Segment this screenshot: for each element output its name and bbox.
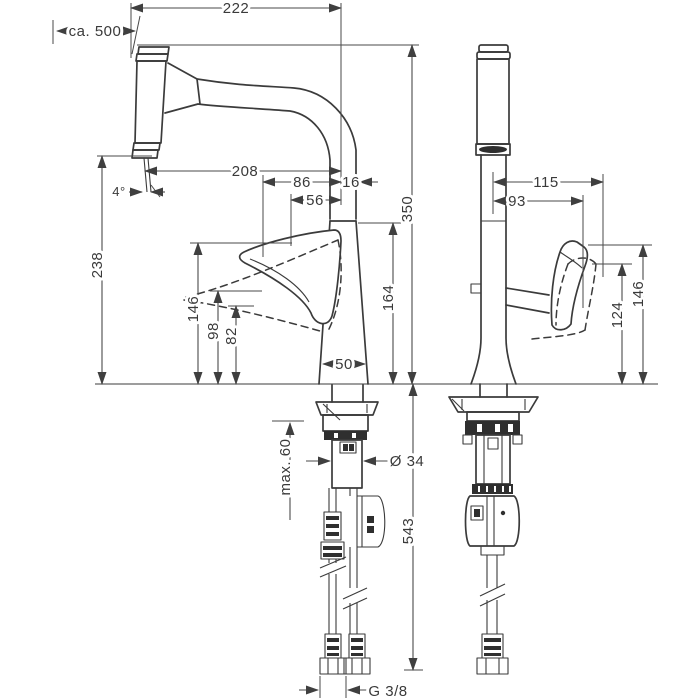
handle-front-view xyxy=(505,240,597,340)
hose-front-view xyxy=(476,555,509,675)
spout-arm xyxy=(164,62,357,222)
mounting-front-view xyxy=(448,383,539,556)
dim-16: 16 xyxy=(342,174,360,191)
hose-break-mark xyxy=(479,583,506,597)
side-view xyxy=(131,46,386,675)
inline-fitting xyxy=(323,511,342,541)
water-stream-line xyxy=(143,157,148,193)
dim-50: 50 xyxy=(335,356,353,373)
handle-alt-position-dashed xyxy=(326,239,342,334)
dim-164: 164 xyxy=(380,285,397,312)
dimension-labels: 222 ca. 500 208 86 16 56 4° 50 115 93 Ø … xyxy=(66,0,650,700)
dim-86: 86 xyxy=(293,174,311,191)
front-body xyxy=(470,44,517,385)
dim-98: 98 xyxy=(205,322,222,340)
dim-124: 124 xyxy=(609,302,626,329)
dim-82: 82 xyxy=(223,327,240,345)
dim-ca-500: ca. 500 xyxy=(69,23,122,40)
ribbed-ring xyxy=(472,484,513,494)
hose-connector-block xyxy=(464,495,521,547)
retainer-hook xyxy=(451,398,465,412)
dimension-lines xyxy=(56,3,648,695)
hose-connector-g38 xyxy=(476,657,509,675)
mounting-side-view xyxy=(315,384,379,489)
dim-dia-34: Ø 34 xyxy=(390,453,425,470)
dim-238: 238 xyxy=(89,252,106,279)
dim-4deg: 4° xyxy=(112,184,125,199)
hose-break-mark xyxy=(319,556,347,569)
extension-lines xyxy=(52,3,652,698)
dim-208: 208 xyxy=(232,163,259,180)
hose-connector-g38 xyxy=(343,633,371,675)
dim-93: 93 xyxy=(508,193,526,210)
dim-146-left: 146 xyxy=(185,296,202,323)
mounting-nut xyxy=(324,431,367,440)
retainer-hook xyxy=(322,403,341,421)
dim-56: 56 xyxy=(306,192,324,209)
dim-146-right: 146 xyxy=(630,281,647,308)
threaded-shank xyxy=(331,439,363,489)
hose-break-mark xyxy=(479,593,506,607)
hose-break-mark xyxy=(342,587,368,600)
water-stream-line xyxy=(147,157,152,193)
dim-350: 350 xyxy=(399,196,416,223)
hose-connector-block xyxy=(356,495,386,548)
hose-connector-g38 xyxy=(319,633,347,675)
dim-max-60: max. 60 xyxy=(277,439,294,496)
dim-g-38: G 3/8 xyxy=(368,683,407,700)
threaded-shank xyxy=(475,434,511,485)
dim-222: 222 xyxy=(223,0,250,17)
dim-115: 115 xyxy=(533,174,558,191)
handle-alt-position-dashed xyxy=(531,329,586,340)
hose-break-mark xyxy=(319,565,347,578)
handle-alt-position-dashed xyxy=(555,263,569,326)
front-view xyxy=(448,44,597,675)
handle-alt-position-dashed xyxy=(584,263,597,331)
supply-hoses xyxy=(319,488,386,675)
hose-break-mark xyxy=(342,597,368,610)
spray-head xyxy=(131,46,170,193)
handle-alt-position-dashed xyxy=(185,239,339,298)
dim-543: 543 xyxy=(400,518,417,545)
